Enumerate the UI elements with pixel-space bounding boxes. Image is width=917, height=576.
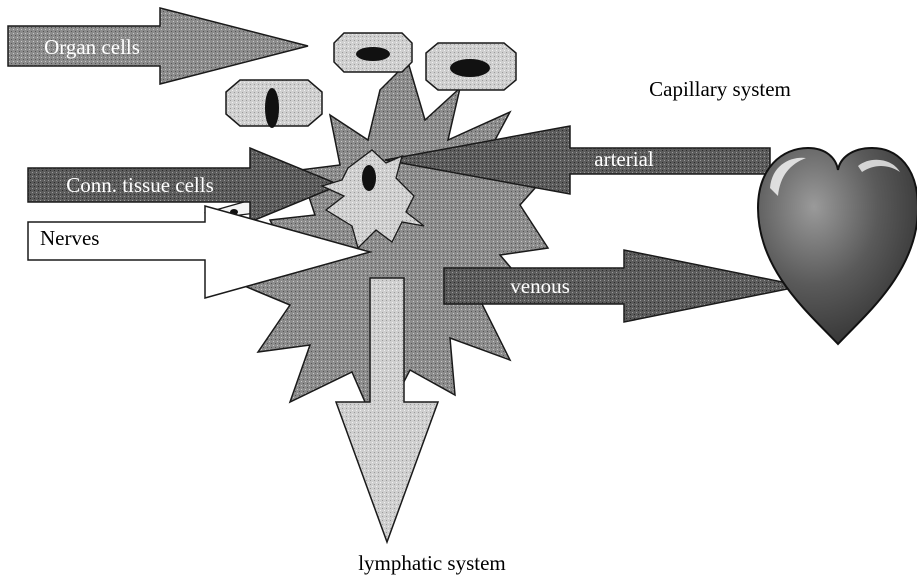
capillary-system-label: Capillary system: [649, 77, 791, 101]
cell-nucleus: [450, 59, 490, 77]
arterial-label: arterial: [594, 147, 654, 171]
venous-label: venous: [510, 274, 570, 298]
cell-nucleus: [356, 47, 390, 61]
organ-cell-1: [334, 33, 412, 72]
organ-cell-3: [226, 80, 322, 128]
lymphatic-system-label: lymphatic system: [358, 551, 506, 575]
cell-nucleus: [265, 88, 279, 128]
organ-cell-2: [426, 43, 516, 90]
conn-tissue-cells-label: Conn. tissue cells: [66, 173, 214, 197]
nerves-label: Nerves: [40, 226, 99, 250]
central-cell-nucleus: [362, 165, 376, 191]
organ-cells-label: Organ cells: [44, 35, 140, 59]
